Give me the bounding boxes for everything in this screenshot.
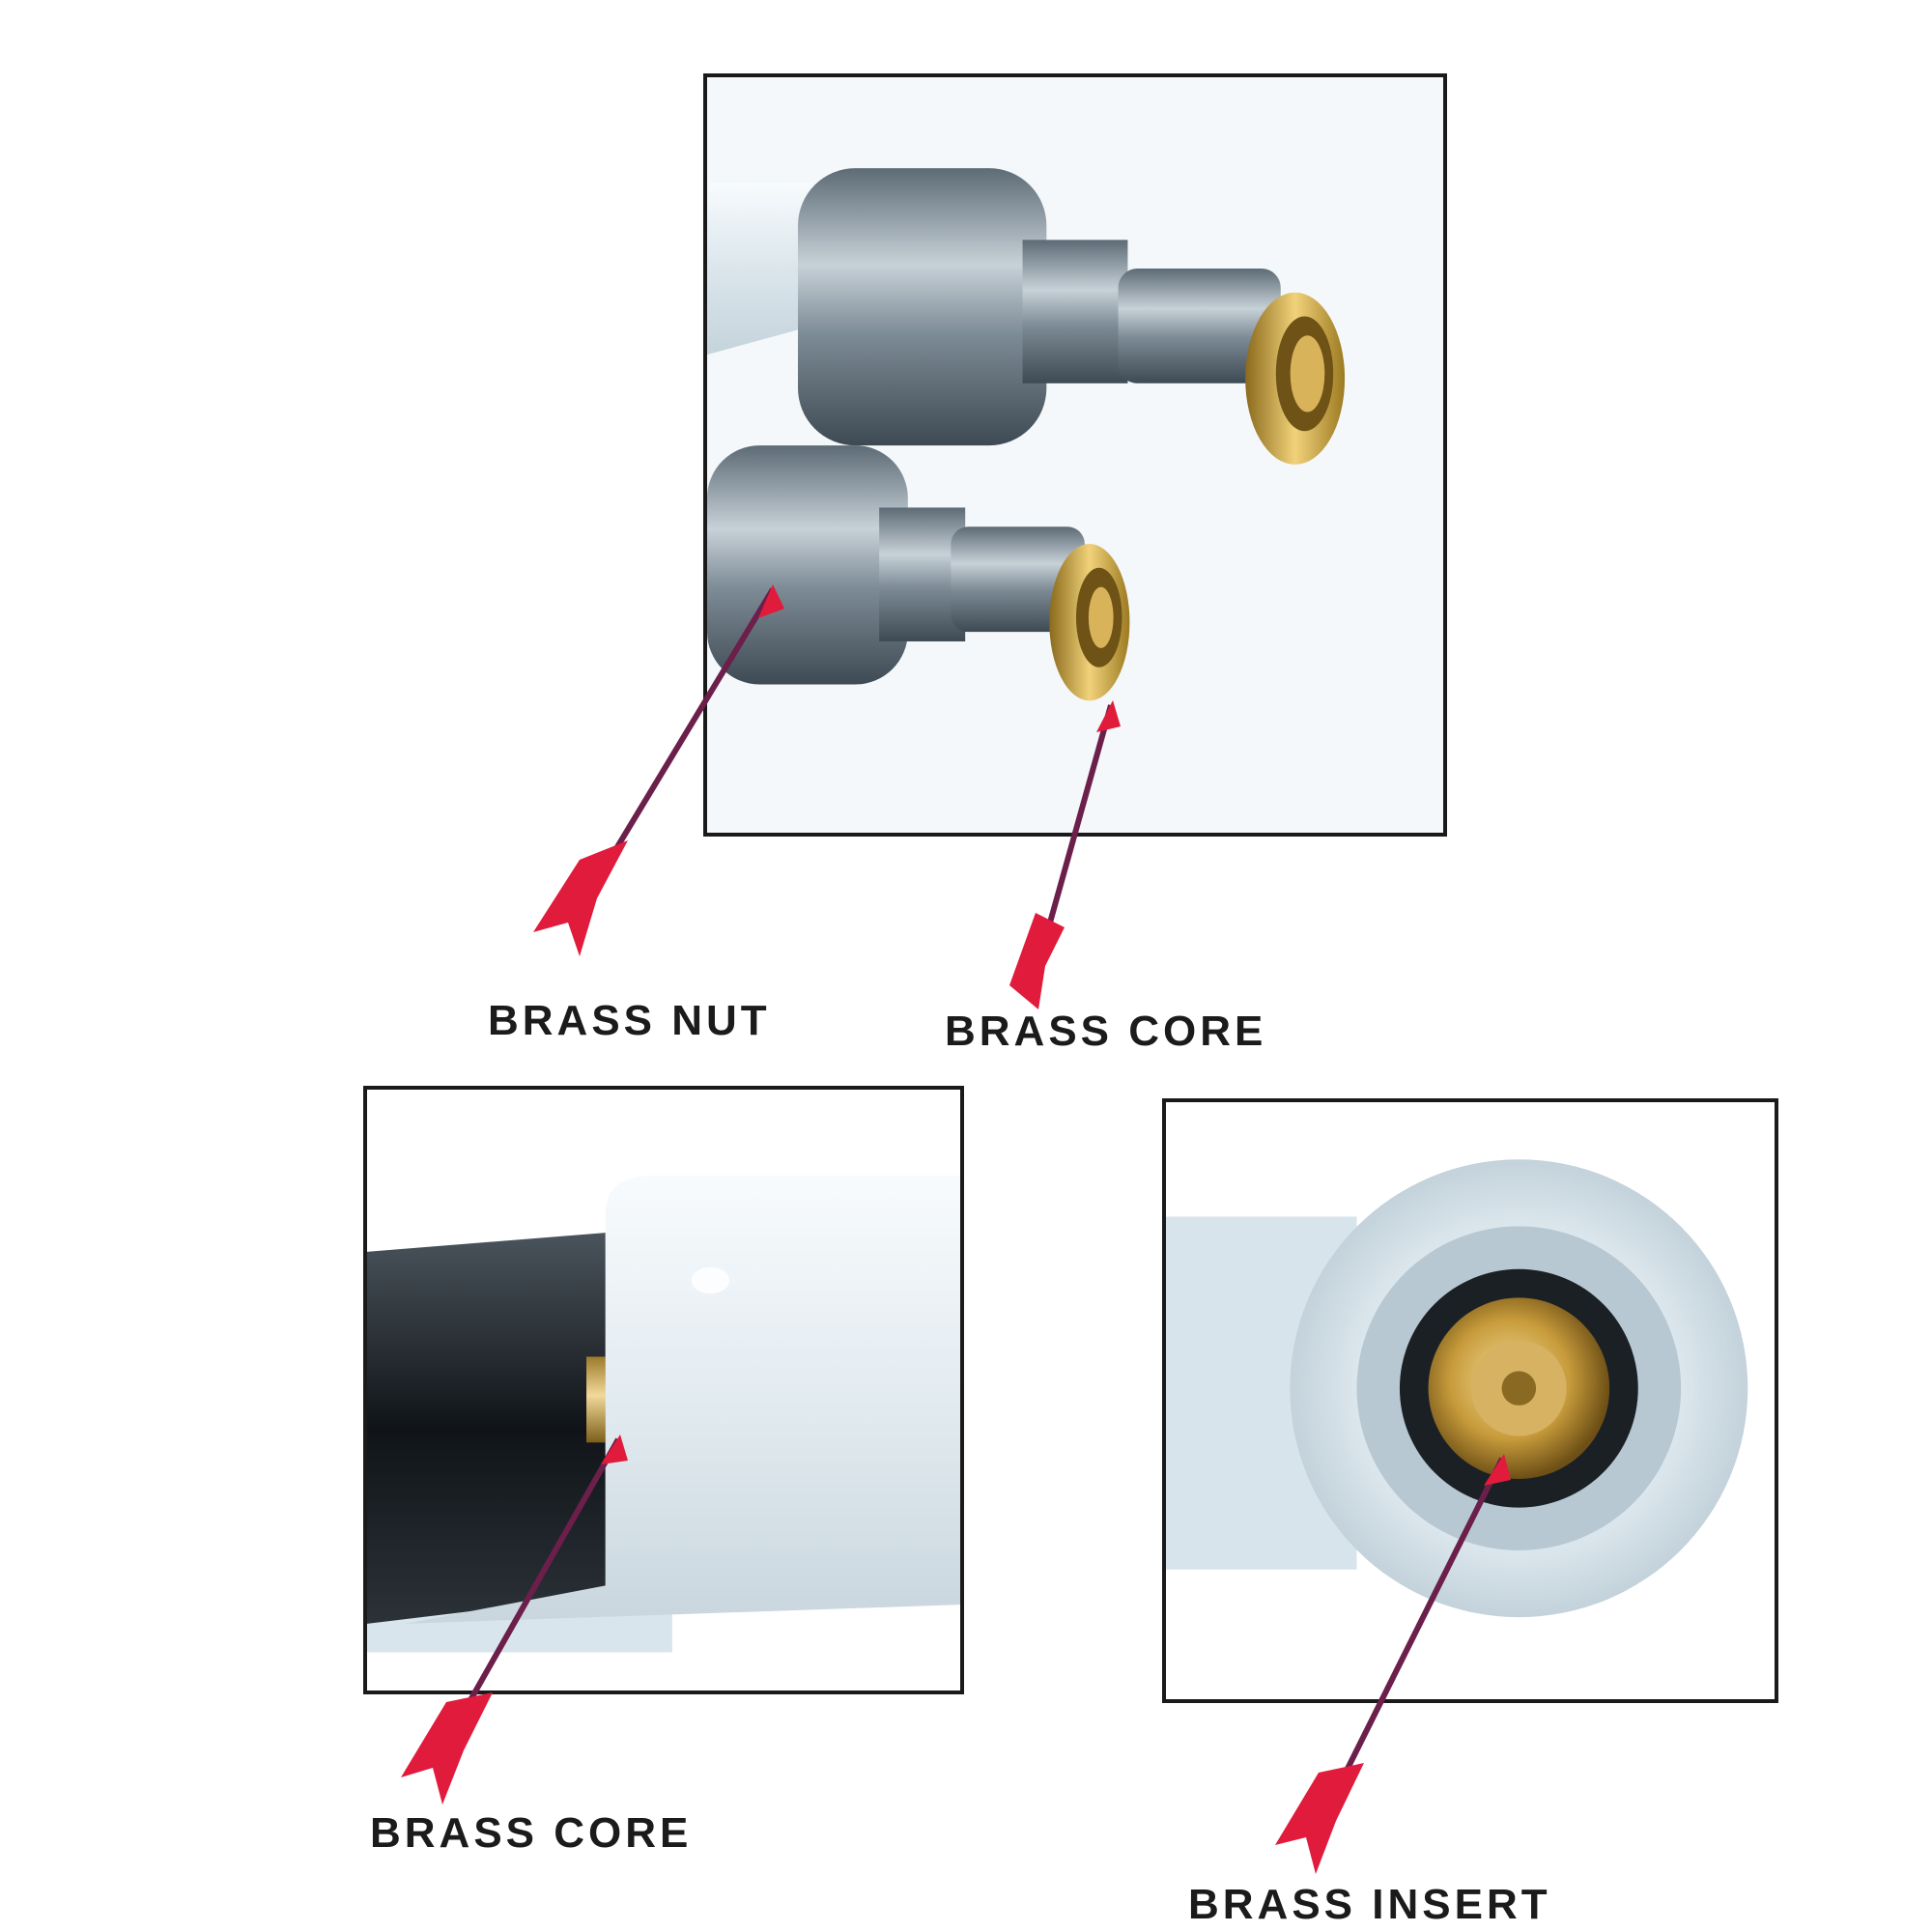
upper-fitting <box>798 168 1346 465</box>
brass-insert-end-illustration <box>1166 1102 1775 1699</box>
label-brass-nut: BRASS NUT <box>488 997 771 1044</box>
label-brass-core-top: BRASS CORE <box>945 1008 1267 1055</box>
label-brass-insert: BRASS INSERT <box>1188 1881 1551 1928</box>
hose-fittings-illustration <box>707 77 1443 833</box>
photo-hose-fittings <box>703 73 1447 837</box>
photo-brass-core-side <box>363 1086 964 1694</box>
brass-core-side-illustration <box>367 1090 960 1690</box>
label-brass-core-bottom: BRASS CORE <box>370 1809 693 1857</box>
photo-brass-insert-end <box>1162 1098 1778 1703</box>
